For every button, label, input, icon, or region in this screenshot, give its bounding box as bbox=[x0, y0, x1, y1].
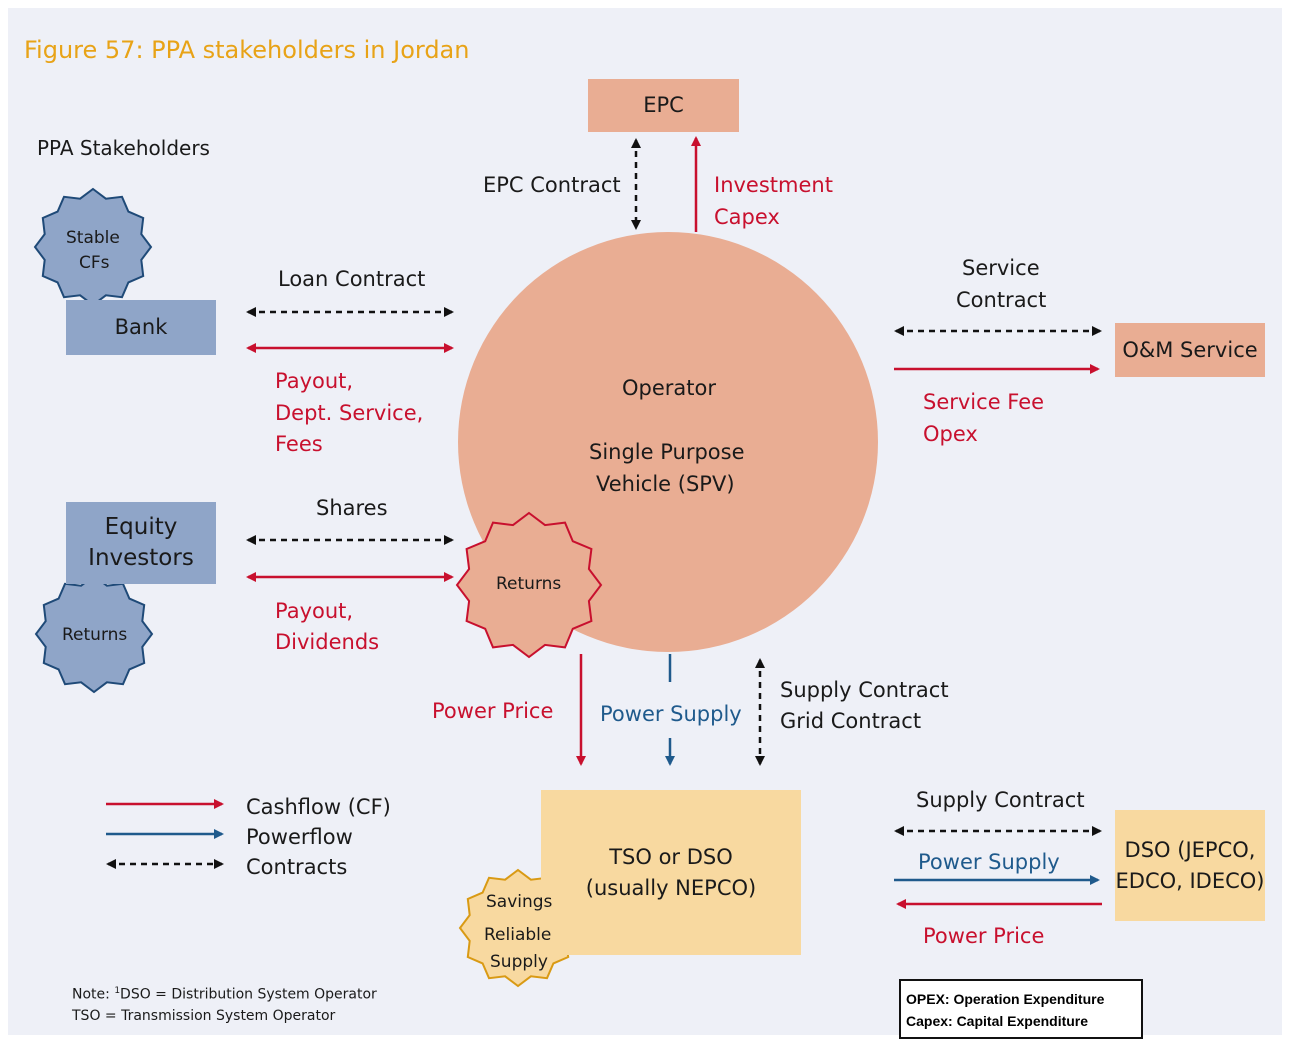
savings-badge-line2: Reliable bbox=[484, 925, 552, 945]
equity-payout-line1: Payout, bbox=[275, 599, 354, 623]
epc-box: EPC bbox=[588, 79, 739, 132]
savings-badge-line3: Supply bbox=[490, 952, 548, 972]
om-service-label: O&M Service bbox=[1122, 337, 1258, 362]
operator-returns-badge-label: Returns bbox=[496, 574, 562, 594]
equity-label-line2: Investors bbox=[88, 545, 194, 571]
shares-label: Shares bbox=[316, 496, 388, 520]
dso-box: DSO (JEPCO, EDCO, IDECO) bbox=[1115, 810, 1265, 921]
legend-powerflow-label: Powerflow bbox=[246, 825, 353, 849]
grid-contract-line2: Grid Contract bbox=[780, 709, 922, 733]
definitions-box: OPEX: Operation Expenditure Capex: Capit… bbox=[899, 979, 1143, 1039]
epc-label: EPC bbox=[643, 93, 684, 117]
operator-returns-badge bbox=[455, 511, 603, 659]
capex-definition: Capex: Capital Expenditure bbox=[906, 1013, 1089, 1029]
bank-payout-line2: Dept. Service, bbox=[275, 401, 424, 425]
investment-label-line1: Investment bbox=[714, 173, 833, 197]
dso-power-price-label: Power Price bbox=[923, 924, 1045, 948]
opex-definition: OPEX: Operation Expenditure bbox=[906, 991, 1105, 1007]
dso-power-supply-label: Power Supply bbox=[918, 850, 1060, 874]
service-fee-line2: Opex bbox=[923, 422, 978, 446]
bank-label: Bank bbox=[114, 315, 168, 339]
operator-label: Operator bbox=[622, 376, 716, 400]
spv-label-line1: Single Purpose bbox=[589, 440, 745, 464]
power-supply-label: Power Supply bbox=[600, 702, 742, 726]
bank-payout-line1: Payout, bbox=[275, 369, 354, 393]
note-line2: TSO = Transmission System Operator bbox=[72, 1008, 336, 1024]
equity-investors-box: Equity Investors bbox=[66, 502, 216, 584]
tso-label-line2: (usually NEPCO) bbox=[585, 875, 757, 900]
investment-label-line2: Capex bbox=[714, 205, 780, 229]
service-contract-line2: Contract bbox=[956, 288, 1047, 312]
dso-label-line1: DSO (JEPCO, bbox=[1124, 837, 1256, 862]
power-price-label: Power Price bbox=[432, 699, 554, 723]
equity-returns-badge-label: Returns bbox=[62, 625, 128, 645]
note-superscript: 1 bbox=[114, 986, 121, 996]
dso-supply-contract-label: Supply Contract bbox=[916, 788, 1085, 812]
om-service-box: O&M Service bbox=[1115, 323, 1265, 377]
legend-cashflow-label: Cashflow (CF) bbox=[246, 795, 391, 819]
stable-badge-line2: CFs bbox=[79, 253, 110, 273]
service-fee-line1: Service Fee bbox=[923, 390, 1045, 414]
figure-title: Figure 57: PPA stakeholders in Jordan bbox=[24, 36, 470, 64]
equity-label-line1: Equity bbox=[104, 514, 178, 540]
epc-contract-label: EPC Contract bbox=[483, 173, 621, 197]
legend-contracts-label: Contracts bbox=[246, 855, 348, 879]
bank-payout-line3: Fees bbox=[275, 432, 323, 456]
bank-box: Bank bbox=[66, 300, 216, 355]
stakeholders-heading: PPA Stakeholders bbox=[37, 136, 210, 160]
note-prefix: Note: bbox=[72, 986, 115, 1003]
stable-badge-line1: Stable bbox=[66, 228, 120, 248]
dso-label-line2: EDCO, IDECO) bbox=[1115, 868, 1265, 893]
savings-badge-line1: Savings bbox=[486, 892, 553, 912]
loan-contract-label: Loan Contract bbox=[278, 267, 426, 291]
equity-returns-badge bbox=[34, 574, 154, 694]
spv-label-line2: Vehicle (SPV) bbox=[596, 472, 735, 496]
service-contract-line1: Service bbox=[962, 256, 1040, 280]
equity-payout-line2: Dividends bbox=[275, 630, 380, 654]
note-line1: Note: 1DSO = Distribution System Operato… bbox=[72, 987, 377, 1002]
tso-dso-box: TSO or DSO (usually NEPCO) bbox=[541, 790, 801, 955]
note-dso-definition: DSO = Distribution System Operator bbox=[120, 986, 377, 1003]
tso-label-line1: TSO or DSO bbox=[609, 844, 733, 869]
supply-contract-line1: Supply Contract bbox=[780, 678, 949, 702]
